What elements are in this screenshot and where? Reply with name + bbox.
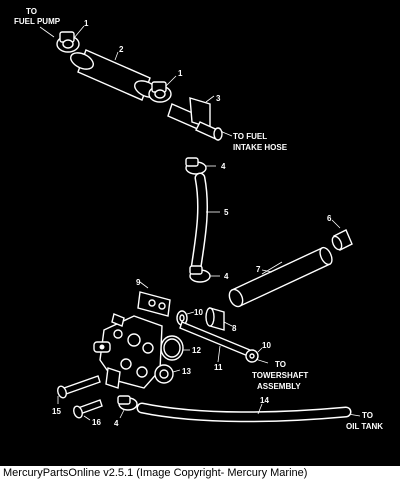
svg-text:ASSEMBLY: ASSEMBLY <box>257 382 301 391</box>
oil-injection-parts-diagram: TO FUEL PUMP TO FUEL INTAKE HOSE TO TOWE… <box>14 7 384 431</box>
bushing-part-8 <box>205 307 233 331</box>
svg-text:TO: TO <box>362 411 373 420</box>
part-number-6: 6 <box>327 214 332 223</box>
fitting-part-13 <box>154 364 181 384</box>
clamp-part-1-middle <box>148 75 177 103</box>
copyright-footer: MercuryPartsOnline v2.5.1 (Image Copyrig… <box>0 466 400 481</box>
part-number-3: 3 <box>216 94 221 103</box>
part-number-10-lower: 10 <box>262 341 271 350</box>
part-number-2: 2 <box>119 45 124 54</box>
clamp-part-1-top <box>56 25 85 53</box>
part-number-8: 8 <box>232 324 237 333</box>
part-number-4-lower: 4 <box>114 419 119 428</box>
part-number-4-upper: 4 <box>221 162 226 171</box>
svg-text:TO: TO <box>26 7 37 16</box>
part-number-7: 7 <box>256 265 261 274</box>
sleeve-part-7 <box>228 246 333 308</box>
screw-part-15 <box>57 375 101 404</box>
svg-text:OIL TANK: OIL TANK <box>346 422 383 431</box>
hose-part-5 <box>190 172 220 274</box>
part-number-4-middle: 4 <box>224 272 229 281</box>
svg-text:FUEL PUMP: FUEL PUMP <box>14 17 61 26</box>
clamp-part-4-upper <box>185 157 216 175</box>
washer-part-10-upper <box>176 310 195 326</box>
part-number-15: 15 <box>52 407 61 416</box>
bracket-part-9 <box>137 281 171 317</box>
part-number-labels: 1 2 1 3 4 5 6 7 4 9 10 8 10 12 11 13 14 … <box>52 19 332 428</box>
part-number-1-top: 1 <box>84 19 89 28</box>
part-number-9: 9 <box>136 278 141 287</box>
callout-to-fuel-pump: TO FUEL PUMP <box>14 7 61 38</box>
part-number-16: 16 <box>92 418 101 427</box>
clamp-part-4-lower <box>117 395 138 419</box>
svg-text:INTAKE HOSE: INTAKE HOSE <box>233 143 288 152</box>
tee-fitting-part-3 <box>167 95 223 141</box>
part-number-11: 11 <box>214 363 223 372</box>
part-number-1-middle: 1 <box>178 69 183 78</box>
hose-part-14 <box>136 402 352 423</box>
o-ring-part-12 <box>160 335 190 361</box>
part-number-5: 5 <box>224 208 229 217</box>
part-number-10-upper: 10 <box>194 308 203 317</box>
screw-part-16 <box>73 399 103 421</box>
svg-text:TO FUEL: TO FUEL <box>233 132 267 141</box>
hose-part-2 <box>70 49 158 101</box>
part-number-12: 12 <box>192 346 201 355</box>
cap-part-6 <box>331 219 353 251</box>
washer-part-10-lower <box>245 347 263 363</box>
part-number-13: 13 <box>182 367 191 376</box>
part-number-14: 14 <box>260 396 269 405</box>
svg-text:TOWERSHAFT: TOWERSHAFT <box>252 371 308 380</box>
clamp-part-4-middle <box>189 265 220 283</box>
oil-pump-body <box>93 313 163 389</box>
svg-text:TO: TO <box>275 360 286 369</box>
